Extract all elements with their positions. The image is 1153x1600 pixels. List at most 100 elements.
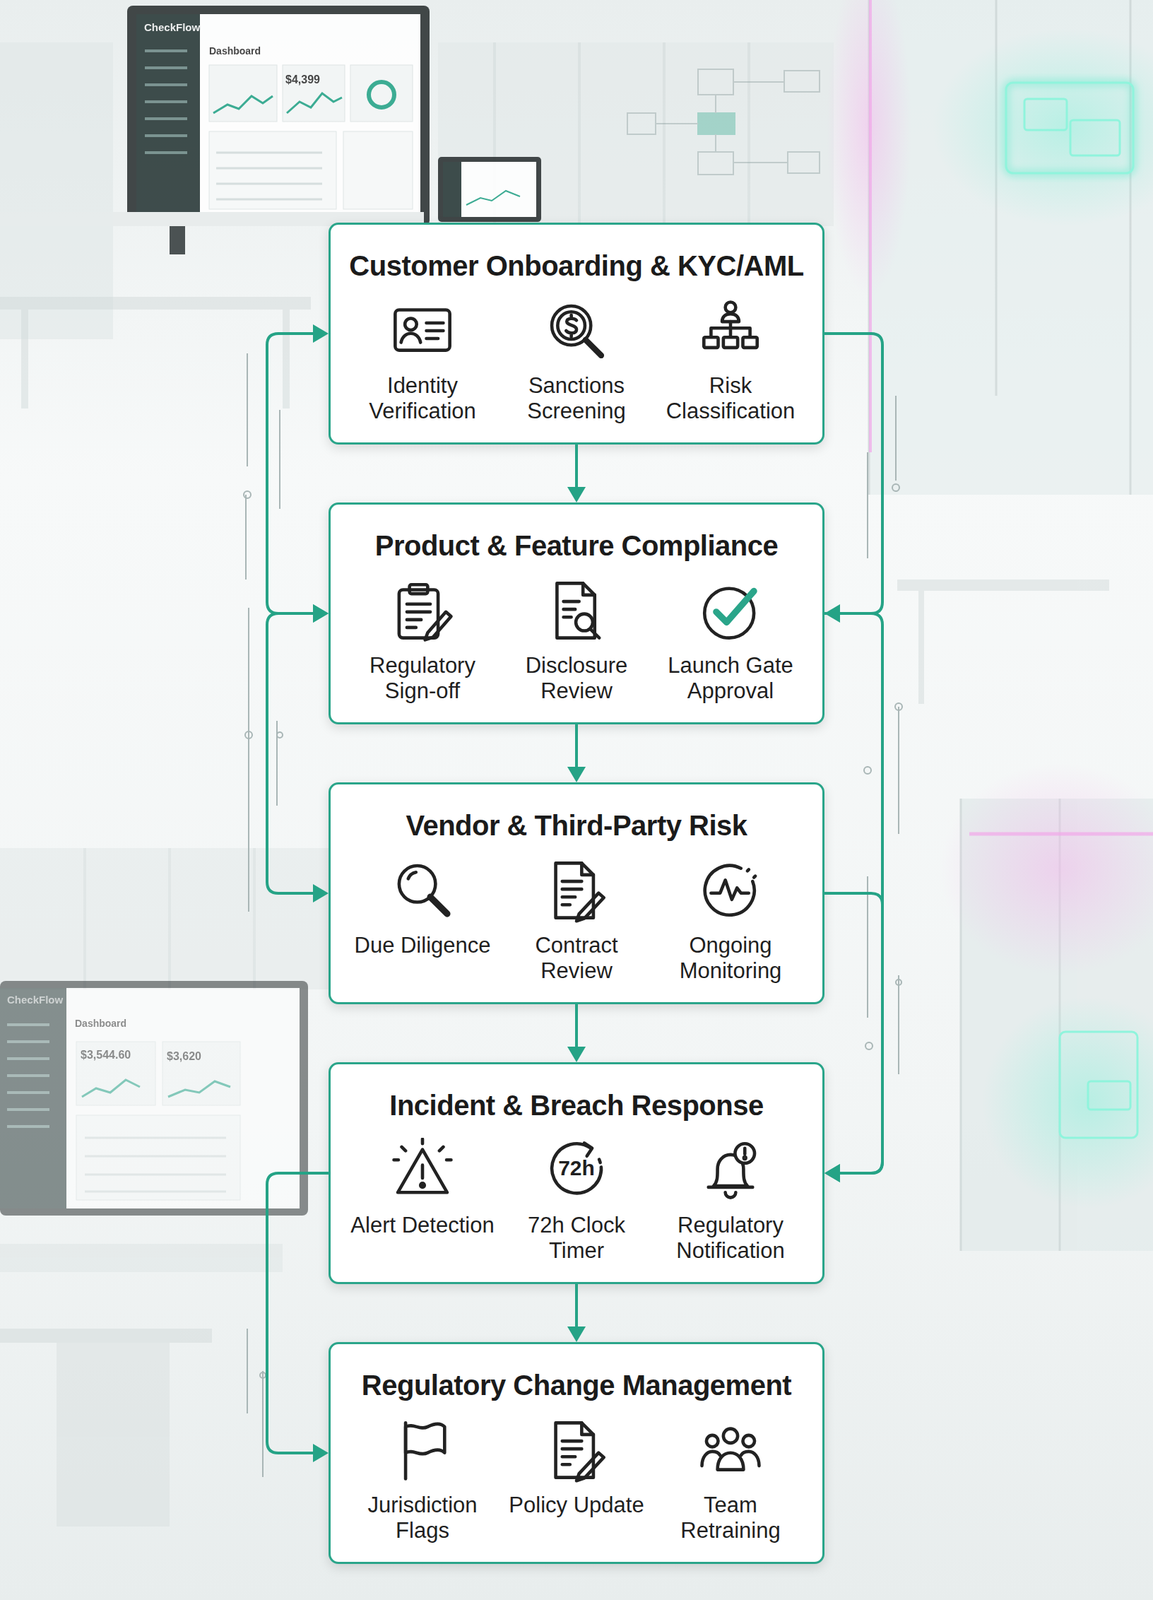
bg-shape (710, 879, 749, 900)
bg-shape (722, 336, 737, 348)
bg-shape (282, 64, 345, 122)
process-box: Customer Onboarding & KYC/AML Identity Ve… (328, 222, 825, 445)
box-title: Customer Onboarding & KYC/AML (330, 248, 823, 283)
bg-shape (81, 1079, 140, 1097)
bg-shape (276, 409, 280, 806)
box-title: Regulatory Change Management (330, 1367, 823, 1402)
bg-shape (724, 302, 736, 313)
bg-shape (216, 152, 323, 200)
arrow-head (312, 604, 329, 623)
bg-shape (127, 5, 430, 227)
bg-shape (276, 731, 283, 738)
bg-shape (0, 847, 333, 990)
screen-text: $3,544.60 (80, 1048, 131, 1062)
bg-shape (742, 336, 757, 348)
step-label: Policy Update (500, 1492, 653, 1518)
step-item: Ongoing Monitoring (654, 857, 807, 999)
bg-shape (426, 322, 443, 339)
arrow-head (567, 1046, 586, 1062)
bg-shape (655, 81, 788, 163)
bg-shape (701, 1451, 759, 1466)
bg-shape (350, 64, 413, 122)
bg-shape (430, 896, 448, 914)
bg-shape (897, 579, 1110, 591)
bg-shape (56, 1342, 170, 1527)
step-label: Team Retraining (654, 1492, 807, 1543)
step-item: Identity Verification (346, 298, 499, 440)
bg-shape (0, 987, 300, 1209)
step-icon (389, 1137, 455, 1203)
bg-shape (895, 702, 903, 711)
bg-shape (584, 1142, 593, 1156)
flow-connector (267, 604, 329, 903)
bg-shape (704, 588, 754, 638)
flow-connector (567, 1283, 586, 1342)
bg-shape (1006, 82, 1134, 174)
bg-shape (394, 310, 450, 351)
bg-shape (0, 987, 67, 1209)
step-item: Regulatory Sign-off (346, 577, 499, 720)
bg-shape (438, 42, 834, 227)
bg-shape (84, 847, 255, 990)
bg-shape (584, 339, 601, 356)
step-icon (698, 298, 764, 364)
step-icon (698, 1417, 764, 1483)
connector-line (824, 893, 883, 1173)
step-icon (389, 577, 455, 643)
bg-shape (442, 161, 462, 217)
process-box: Regulatory Change ManagementJurisdiction… (328, 1341, 825, 1564)
bg-shape (918, 590, 925, 704)
bg-shape (784, 70, 820, 92)
circuit-traces (243, 353, 903, 1477)
step-item: Disclosure Review (500, 577, 653, 720)
bg-shape (398, 584, 451, 640)
connector-line (824, 333, 883, 614)
flow-connector (267, 324, 329, 623)
step-icon (544, 1417, 609, 1483)
step-item: Launch Gate Approval (654, 577, 807, 720)
bg-shape (438, 156, 542, 222)
bg-shape (420, 1182, 425, 1187)
bg-shape (746, 868, 756, 878)
arrow-head (312, 604, 329, 623)
connector-line (575, 1003, 578, 1048)
bg-shape (343, 131, 413, 210)
bg-shape (406, 604, 430, 628)
bg-shape (393, 1138, 451, 1192)
process-box: Product & Feature ComplianceRegulatory S… (328, 502, 825, 725)
step-item: Due Diligence (346, 857, 499, 999)
screen-text: CheckFlow (144, 21, 200, 34)
bg-shape (581, 862, 594, 875)
bg-shape (394, 310, 450, 351)
bg-shape (245, 731, 253, 739)
bg-shape (627, 113, 656, 135)
bg-shape (556, 582, 600, 638)
bg-shape (405, 1423, 445, 1454)
bg-shape (555, 862, 604, 921)
bg-shape (743, 1156, 746, 1159)
bg-shape (405, 1422, 445, 1478)
bg-shape (705, 1434, 718, 1447)
bg-shape (168, 1080, 231, 1097)
step-label: Ongoing Monitoring (654, 932, 807, 984)
step-item: Regulatory Notification (654, 1137, 807, 1279)
connector-line (267, 1172, 329, 1453)
step-icon (389, 857, 455, 923)
bg-shape (581, 1422, 594, 1435)
bg-shape (247, 1328, 263, 1477)
bg-shape (561, 880, 582, 905)
arrow-head (824, 1163, 841, 1182)
bg-shape (466, 190, 520, 205)
step-label: Disclosure Review (500, 652, 653, 704)
bg-shape (557, 311, 585, 340)
arrow-head (312, 883, 329, 903)
arrow-head (824, 1163, 841, 1182)
bg-shape (84, 1137, 227, 1192)
box-title: Product & Feature Compliance (330, 528, 823, 563)
connector-line (824, 613, 883, 1173)
bg-shape (969, 832, 1153, 836)
bg-shape (932, 28, 1153, 227)
bg-shape (76, 1114, 241, 1200)
bg-shape (555, 1422, 593, 1477)
bg-shape (704, 865, 756, 915)
